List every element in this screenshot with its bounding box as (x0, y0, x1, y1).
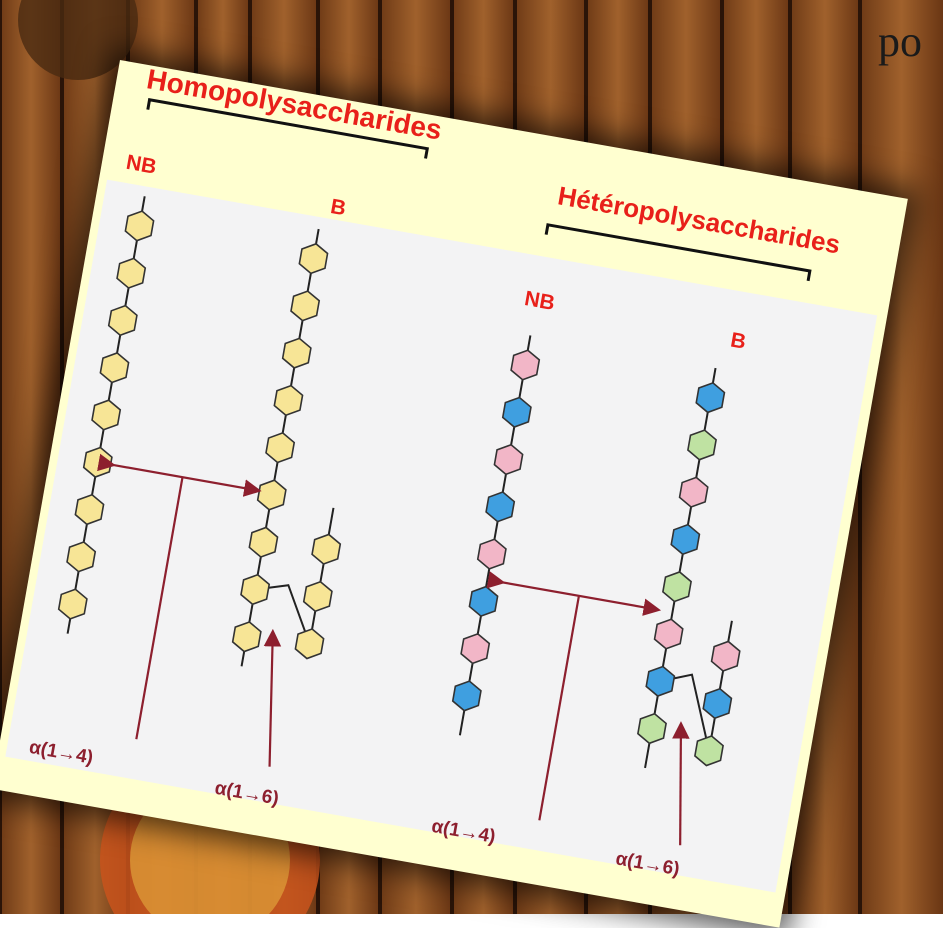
hetero-nb-chain-sugar-pink (476, 538, 507, 570)
hetero-b-branch-sugar-green (694, 735, 724, 767)
hetero-16-arrow (672, 721, 690, 846)
homo-b-chain-sugar-yellow (240, 573, 271, 606)
homo-14-stem (135, 477, 184, 740)
homo-b-branch-backbone (308, 507, 335, 644)
homo-b-branch-sugar-yellow (311, 533, 342, 565)
homo-b-chain-sugar-yellow (281, 337, 312, 369)
homo-nb-chain-sugar-yellow (74, 493, 105, 526)
homo-b-chain-sugar-yellow (290, 290, 321, 322)
hetero-b-chain-sugar-green (687, 429, 717, 461)
hetero-bracket (544, 223, 812, 282)
homo-nb-chain-sugar-yellow (107, 304, 138, 337)
brackets (146, 97, 812, 282)
chain-lines (66, 196, 733, 769)
homo-nb-chain-sugar-yellow (82, 446, 113, 478)
hetero-b-branch-sugar-blue (702, 687, 733, 720)
corner-text: po (878, 17, 922, 66)
hetero-b-chain-sugar-blue (645, 665, 676, 697)
hetero-b-chain-sugar-green (637, 712, 667, 745)
hetero-nb-chain-sugar-blue (501, 396, 532, 428)
homo-nb-chain-sugar-yellow (91, 399, 122, 431)
hetero-nb-chain-sugar-pink (510, 349, 541, 381)
homo-b-chain-sugar-yellow (256, 479, 287, 511)
homo-nb-chain-sugar-yellow (57, 588, 88, 620)
hetero-b-chain-sugar-pink (678, 476, 709, 508)
hetero-b-branch-sugar-pink (710, 640, 741, 672)
homo-bracket (146, 97, 430, 159)
diagram-card: Homopolysaccharides Hétéropolysaccharide… (0, 60, 908, 928)
homo-b-branch-sugar-yellow (294, 628, 325, 660)
hetero-nb-chain-sugar-blue (485, 491, 516, 523)
hetero-b-chain-sugar-pink (653, 618, 684, 650)
homo-nb-chain-sugar-yellow (124, 210, 155, 242)
hetero-nb-chain-sugar-pink (493, 443, 524, 476)
wood-plank (860, 0, 943, 914)
decorative-sticker (18, 0, 138, 80)
homo-b-chain-sugar-yellow (248, 526, 279, 558)
polysaccharide-diagram (57, 97, 812, 846)
homo-b-chain-sugar-yellow (265, 432, 296, 464)
homo-nb-chain-sugar-yellow (116, 257, 147, 289)
homo-b-chain-sugar-yellow (298, 242, 329, 275)
homo-b-chain-sugar-yellow (273, 384, 304, 417)
hetero-nb-chain-sugar-pink (460, 632, 491, 665)
homo-nb-chain-sugar-yellow (66, 541, 97, 573)
homo-b-chain-sugar-yellow (231, 621, 262, 653)
homo-16-arrow (263, 628, 282, 767)
hetero-nb-chain-sugar-blue (468, 585, 499, 618)
hetero-b-chain-sugar-blue (695, 381, 726, 414)
sugar-units (57, 210, 741, 767)
hetero-b-branch-backbone (708, 620, 733, 751)
hetero-14-stem (538, 595, 581, 821)
homo-14-double-arrow (97, 453, 262, 497)
homo-nb-chain-sugar-yellow (99, 352, 130, 384)
hetero-b-chain-sugar-green (662, 571, 692, 603)
hetero-nb-chain-sugar-blue (451, 680, 482, 712)
homo-b-branch-sugar-yellow (302, 580, 333, 613)
bond-arrows (97, 453, 690, 846)
hetero-nb-chain-backbone (458, 335, 532, 736)
hetero-b-chain-sugar-blue (670, 523, 701, 556)
